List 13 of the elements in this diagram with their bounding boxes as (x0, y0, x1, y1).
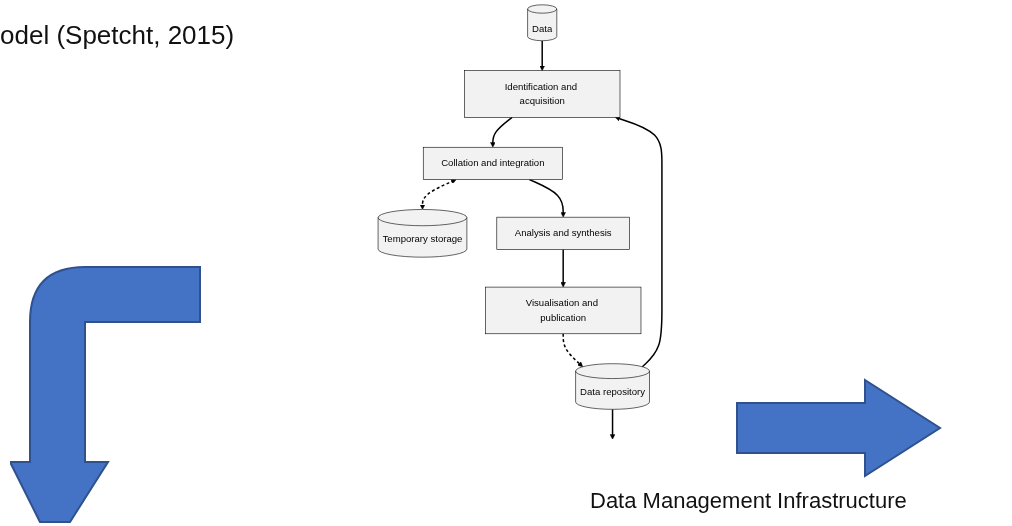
arrow (562, 333, 583, 367)
node-box: Collation and integration (422, 146, 563, 180)
title: odel (Spetcht, 2015) (0, 20, 235, 51)
arrow (539, 40, 545, 71)
arrow (490, 116, 513, 148)
arrow (419, 179, 457, 210)
arrow (609, 408, 616, 440)
text-label: Data Management Infrastructure (590, 488, 907, 514)
arrow (528, 178, 566, 218)
arrow (560, 248, 566, 288)
node-box: Visualisation and publication (485, 286, 642, 335)
node-box: Identification and acquisition (464, 70, 621, 118)
node-box: Analysis and synthesis (496, 216, 630, 250)
